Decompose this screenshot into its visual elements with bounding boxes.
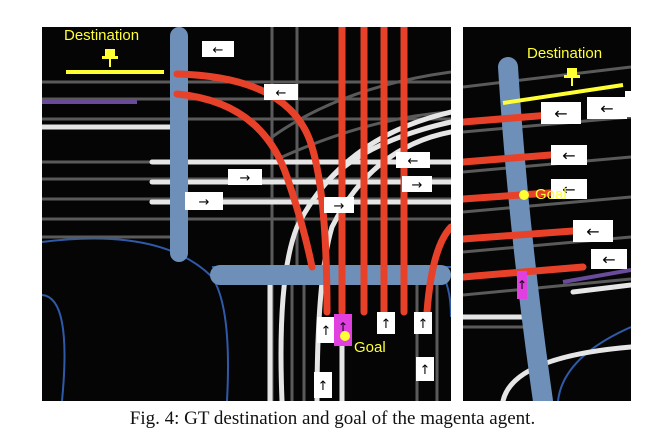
goal-dot bbox=[519, 190, 529, 200]
crosswalk-vertical bbox=[170, 27, 188, 262]
svg-text:↑: ↑ bbox=[517, 278, 527, 292]
crosswalk-diagonal bbox=[498, 57, 553, 401]
svg-text:←: ← bbox=[276, 86, 287, 101]
svg-text:↑: ↑ bbox=[381, 317, 392, 332]
svg-text:→: → bbox=[199, 195, 210, 210]
svg-text:←: ← bbox=[562, 180, 575, 199]
left-map-drawing: ← ← → → ← → → ↑ ↑ ↑ ↑ ↑ ↑ bbox=[42, 27, 451, 401]
goal-dot bbox=[340, 331, 350, 341]
svg-text:→: → bbox=[240, 171, 251, 186]
destination-label: Destination bbox=[64, 27, 140, 44]
svg-text:←: ← bbox=[408, 154, 419, 169]
destination-label: Destination bbox=[527, 45, 603, 62]
left-map-panel: ← ← → → ← → → ↑ ↑ ↑ ↑ ↑ ↑ Destination Go… bbox=[42, 27, 451, 401]
white-lanes bbox=[42, 109, 451, 401]
svg-text:←: ← bbox=[586, 222, 599, 241]
svg-text:↑: ↑ bbox=[321, 324, 332, 339]
destination-pin-icon bbox=[564, 68, 580, 86]
right-map-panel: ← ← ← ← ← ← ↑ Destination Goal bbox=[463, 27, 631, 401]
svg-text:←: ← bbox=[602, 250, 615, 269]
svg-text:↑: ↑ bbox=[418, 317, 429, 332]
svg-text:←: ← bbox=[213, 43, 224, 58]
crosswalk-horizontal bbox=[210, 265, 451, 285]
red-route-lanes bbox=[173, 27, 451, 316]
figure-caption: Fig. 4: GT destination and goal of the m… bbox=[129, 408, 536, 429]
goal-label: Goal bbox=[354, 339, 386, 356]
purple-lane bbox=[562, 268, 631, 284]
direction-arrow-boxes bbox=[185, 41, 434, 398]
destination-pin-icon bbox=[102, 49, 118, 67]
svg-text:↑: ↑ bbox=[420, 363, 431, 378]
goal-label: Goal bbox=[535, 186, 567, 203]
svg-text:↑: ↑ bbox=[338, 320, 348, 334]
road-edges bbox=[557, 326, 631, 401]
direction-arrow-glyphs: ← ← → → ← → → ↑ ↑ ↑ ↑ ↑ bbox=[199, 43, 431, 394]
svg-text:←: ← bbox=[562, 146, 575, 165]
magenta-agent bbox=[517, 271, 527, 299]
right-map-drawing: ← ← ← ← ← ← ↑ bbox=[463, 57, 631, 401]
svg-text:←: ← bbox=[554, 104, 567, 123]
svg-text:↑: ↑ bbox=[318, 379, 329, 394]
svg-text:←: ← bbox=[600, 99, 613, 118]
destination-line bbox=[502, 83, 624, 105]
direction-arrow-glyphs: ← ← ← ← ← ← bbox=[554, 99, 615, 269]
direction-arrow-boxes bbox=[541, 91, 631, 269]
svg-text:→: → bbox=[334, 199, 345, 214]
svg-text:→: → bbox=[412, 178, 423, 193]
